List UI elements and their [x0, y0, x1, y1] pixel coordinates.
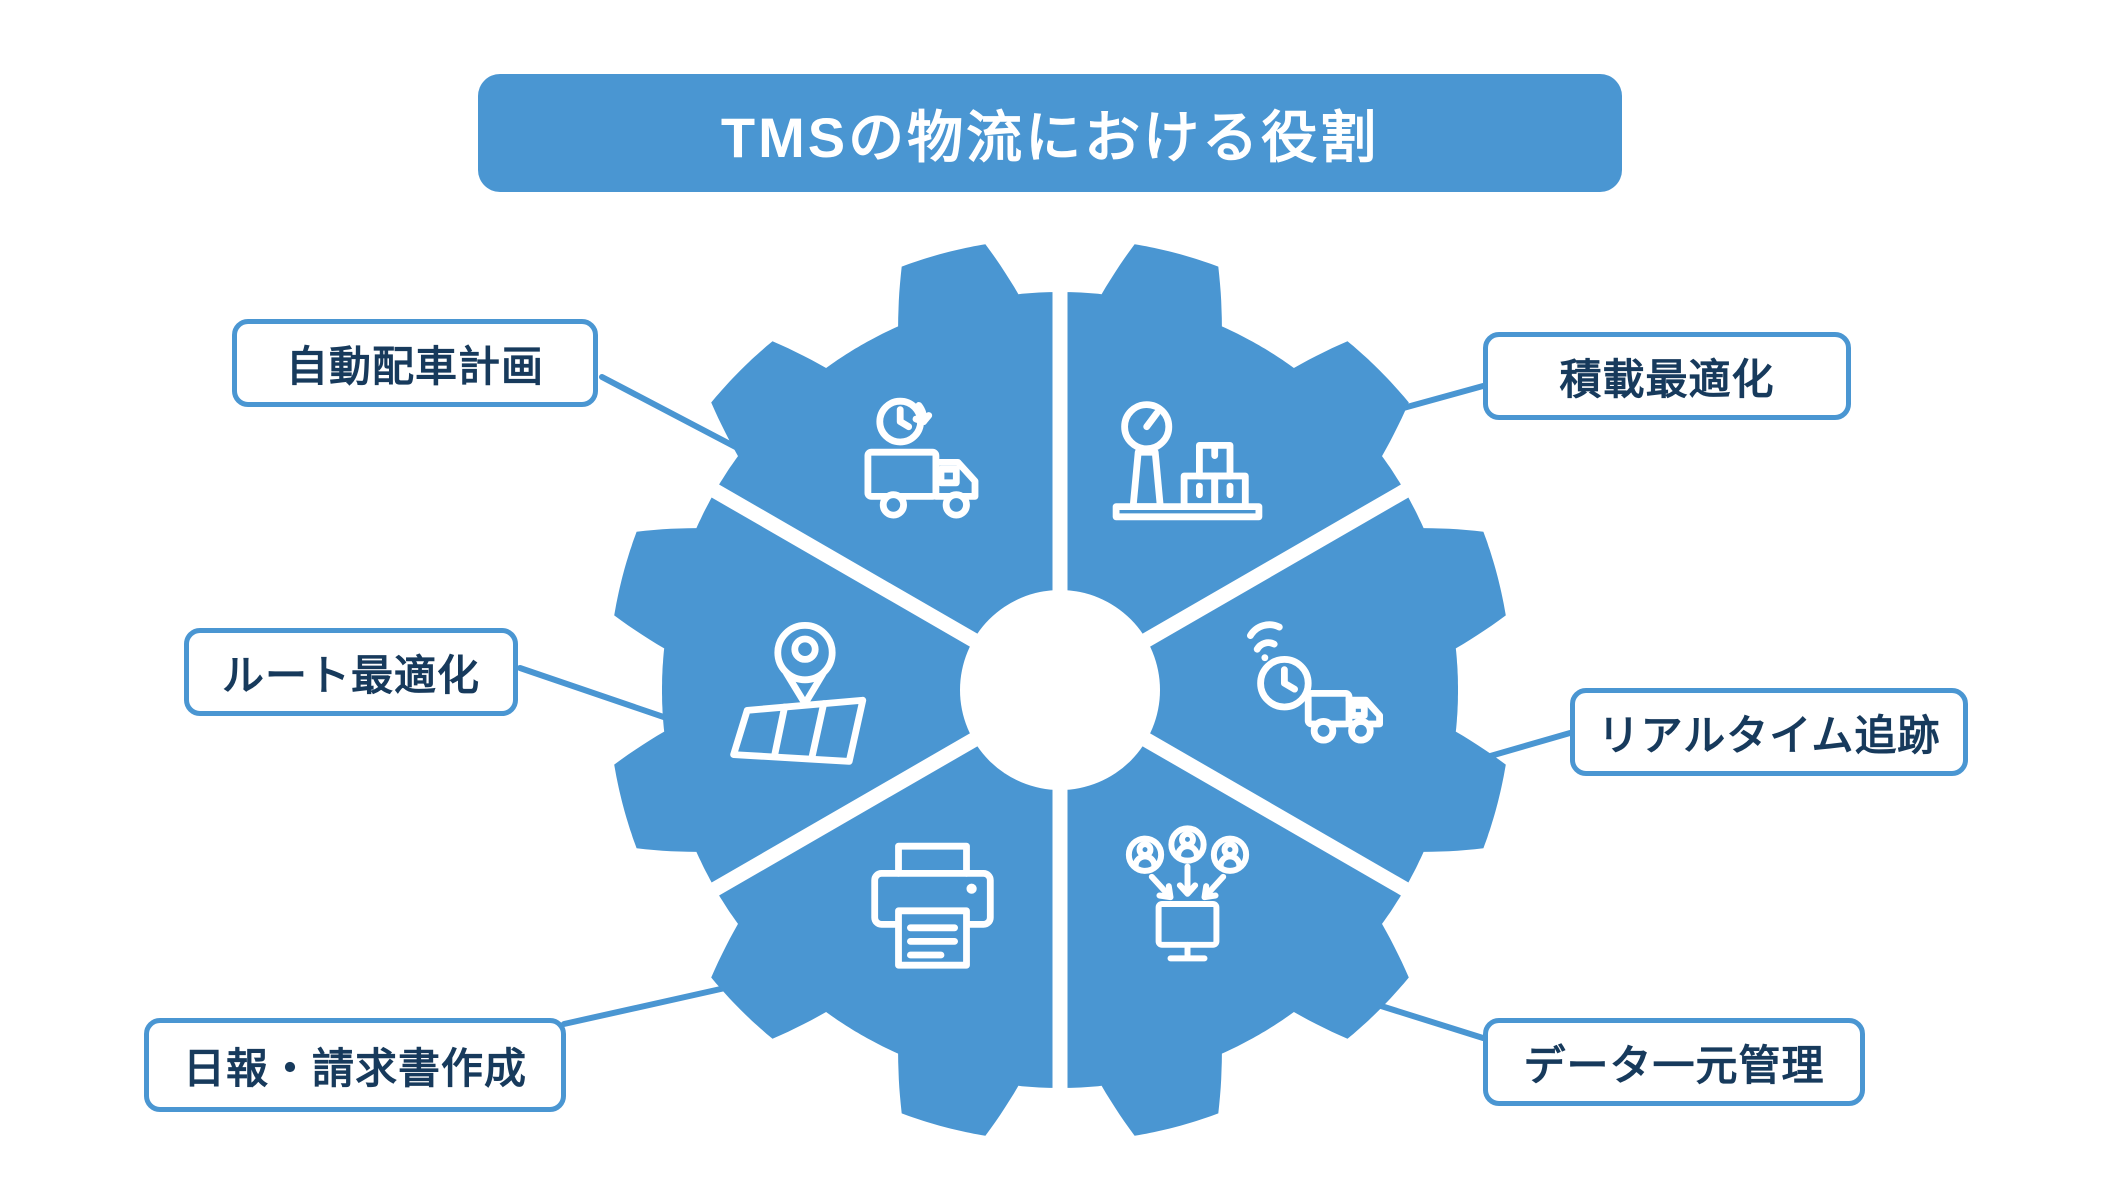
page-title: TMSの物流における役割 — [720, 105, 1380, 169]
tracking-truck-icon — [1247, 621, 1384, 744]
label-realtime-tracking: リアルタイム追跡 — [1570, 688, 1968, 776]
label-auto-dispatch-planning: 自動配車計画 — [232, 319, 598, 407]
title-banner: TMSの物流における役割 — [478, 74, 1622, 192]
users-computer-icon — [1125, 825, 1250, 962]
label-report-invoice-creation: 日報・請求書作成 — [144, 1018, 566, 1112]
gear-center-hole — [960, 590, 1160, 790]
map-pin-icon — [730, 622, 867, 765]
label-text: データ一元管理 — [1523, 1041, 1825, 1089]
label-text: 積載最適化 — [1559, 355, 1775, 403]
connector-line — [517, 665, 693, 729]
printer-icon — [871, 842, 994, 969]
clock-truck-icon — [864, 397, 979, 519]
scale-boxes-icon — [1112, 401, 1263, 521]
label-text: リアルタイム追跡 — [1597, 711, 1941, 759]
label-load-optimization: 積載最適化 — [1483, 332, 1851, 420]
label-text: 自動配車計画 — [285, 342, 544, 390]
connector-line — [561, 979, 755, 1027]
label-route-optimization: ルート最適化 — [184, 628, 518, 716]
label-data-centralized-management: データ一元管理 — [1483, 1018, 1865, 1106]
label-text: 日報・請求書作成 — [182, 1044, 527, 1092]
label-text: ルート最適化 — [221, 651, 480, 699]
